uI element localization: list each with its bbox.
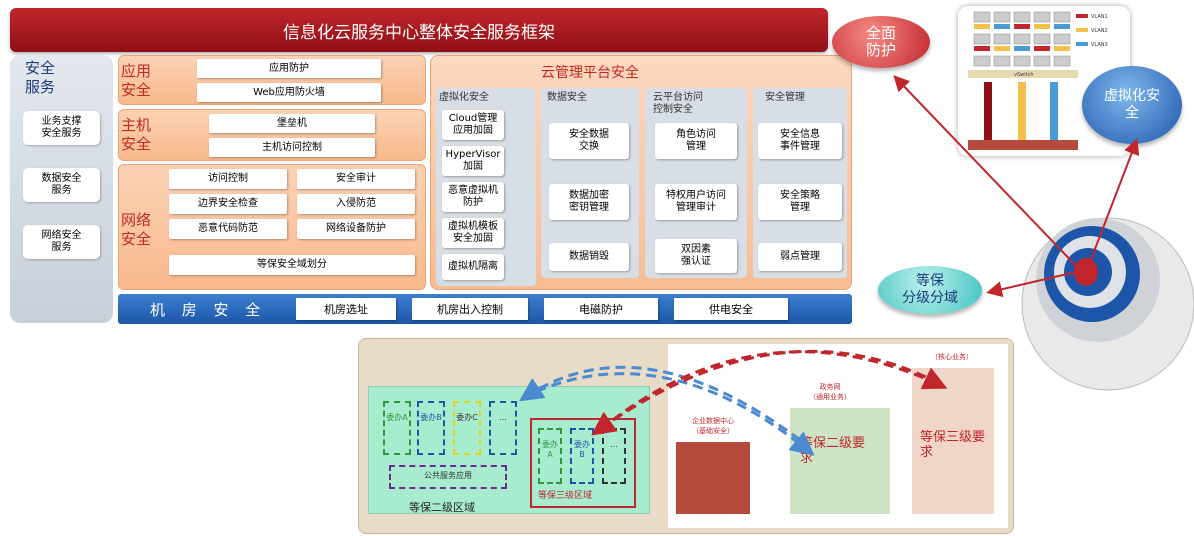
security-services-title: 安全 服务 bbox=[24, 59, 55, 96]
access-control-datacenter-button[interactable]: 机房出入控制 bbox=[412, 298, 528, 320]
enterprise-dc-stack bbox=[676, 442, 750, 514]
level3-dept-b-label: 委办B bbox=[574, 440, 590, 459]
power-security-button[interactable]: 供电安全 bbox=[674, 298, 788, 320]
vlan2-line bbox=[1018, 82, 1026, 140]
network-security-label: 网络 安全 bbox=[121, 211, 152, 248]
public-service-app: 公共服务应用 bbox=[389, 465, 507, 489]
cloud-access-control-title: 云平台访问 控制安全 bbox=[653, 92, 703, 115]
level3-dept-a: 委办A bbox=[538, 428, 562, 484]
level2-dept-a: 委办A bbox=[383, 401, 411, 455]
network-security-service[interactable]: 网络安全 服务 bbox=[23, 225, 100, 259]
level3-dept-more-label: ... bbox=[610, 440, 618, 449]
data-destruction-button[interactable]: 数据销毁 bbox=[549, 243, 629, 271]
level2-dept-c: 委办C bbox=[453, 401, 481, 455]
host-security-box: 主机 安全 堡垒机 主机访问控制 bbox=[118, 109, 426, 161]
core-business-label: （核心业务） bbox=[931, 353, 973, 361]
classified-protection-text: 等保 分级分域 bbox=[902, 273, 958, 306]
virtualization-security-title: 虚拟化安全 bbox=[439, 92, 489, 103]
datacenter-security-title: 机 房 安 全 bbox=[150, 301, 267, 319]
vlan-legend: VLAN1 VLAN2 VLAN3 bbox=[1076, 14, 1108, 48]
app-security-label: 应用 安全 bbox=[121, 62, 152, 99]
security-management-column: 安全管理 安全信息 事件管理 安全策略 管理 弱点管理 bbox=[753, 88, 847, 278]
cloud-app-hardening-button[interactable]: Cloud管理 应用加固 bbox=[442, 110, 504, 140]
hypervisor-hardening-button[interactable]: HyperVisor 加固 bbox=[442, 146, 504, 176]
two-factor-auth-button[interactable]: 双因素 强认证 bbox=[655, 239, 737, 273]
intrusion-prevention-button[interactable]: 入侵防范 bbox=[297, 194, 415, 214]
cloud-platform-title: 云管理平台安全 bbox=[541, 65, 639, 81]
siem-button[interactable]: 安全信息 事件管理 bbox=[758, 123, 842, 159]
privileged-user-audit-button[interactable]: 特权用户访问 管理审计 bbox=[655, 184, 737, 220]
physical-layer bbox=[968, 140, 1078, 150]
vm-isolation-button[interactable]: 虚拟机隔离 bbox=[442, 254, 504, 280]
vlan1-legend: VLAN1 bbox=[1091, 14, 1108, 20]
level2-dept-b-label: 委办B bbox=[420, 413, 442, 422]
data-security-column: 数据安全 安全数据 交换 数据加密 密钥管理 数据销毁 bbox=[541, 88, 639, 278]
virtualization-security-text: 虚拟化安 全 bbox=[1104, 88, 1160, 121]
level3-dept-b: 委办B bbox=[570, 428, 594, 484]
cloud-access-control-column: 云平台访问 控制安全 角色访问 管理 特权用户访问 管理审计 双因素 强认证 bbox=[645, 88, 747, 278]
target-graphic bbox=[1021, 217, 1194, 391]
level2-requirement-label: 等保二级要 求 bbox=[800, 436, 866, 466]
level3-zone-label: 等保三级区域 bbox=[538, 491, 593, 501]
level3-requirement-label: 等保三级要 求 bbox=[920, 430, 986, 460]
host-access-control-button[interactable]: 主机访问控制 bbox=[209, 138, 375, 157]
malicious-vm-protection-button[interactable]: 恶意虚拟机 防护 bbox=[442, 182, 504, 212]
virtualization-security-column: 虚拟化安全 Cloud管理 应用加固 HyperVisor 加固 恶意虚拟机 防… bbox=[436, 88, 536, 286]
level3-zone: 委办A 委办B ... 等保三级区域 bbox=[530, 418, 636, 508]
cloud-platform-security-box: 云管理平台安全 虚拟化安全 Cloud管理 应用加固 HyperVisor 加固… bbox=[430, 55, 852, 290]
vlan1-line bbox=[984, 82, 992, 140]
app-protection-button[interactable]: 应用防护 bbox=[197, 59, 381, 78]
vswitch-bar bbox=[968, 70, 1078, 78]
public-service-label: 公共服务应用 bbox=[424, 471, 472, 480]
security-audit-button[interactable]: 安全审计 bbox=[297, 169, 415, 189]
vm-grid bbox=[973, 11, 1071, 67]
network-device-protection-button[interactable]: 网络设备防护 bbox=[297, 219, 415, 239]
level2-dept-more-label: ... bbox=[499, 413, 507, 422]
role-access-mgmt-button[interactable]: 角色访问 管理 bbox=[655, 123, 737, 159]
title-text: 信息化云服务中心整体安全服务框架 bbox=[283, 22, 555, 43]
general-business-label: 政务网 （通用业务） bbox=[809, 383, 851, 401]
site-selection-button[interactable]: 机房选址 bbox=[296, 298, 396, 320]
enterprise-dc-label: 企业数据中心 （基础安全） bbox=[692, 417, 734, 435]
data-encryption-key-mgmt-button[interactable]: 数据加密 密钥管理 bbox=[549, 184, 629, 220]
classified-protection-bubble: 等保 分级分域 bbox=[878, 266, 982, 314]
data-security-title: 数据安全 bbox=[547, 92, 587, 103]
virtualization-security-bubble: 虚拟化安 全 bbox=[1082, 66, 1182, 144]
em-protection-button[interactable]: 电磁防护 bbox=[544, 298, 658, 320]
level3-dept-a-label: 委办A bbox=[542, 440, 558, 459]
waf-button[interactable]: Web应用防火墙 bbox=[197, 83, 381, 102]
bastion-host-button[interactable]: 堡垒机 bbox=[209, 114, 375, 133]
vm-template-hardening-button[interactable]: 虚拟机模板 安全加固 bbox=[442, 218, 504, 248]
vlan3-line bbox=[1050, 82, 1058, 140]
security-policy-mgmt-button[interactable]: 安全策略 管理 bbox=[758, 184, 842, 220]
vlan3-legend: VLAN3 bbox=[1091, 42, 1108, 48]
boundary-check-button[interactable]: 边界安全检查 bbox=[169, 194, 287, 214]
full-protection-text: 全面 防护 bbox=[865, 24, 896, 59]
app-security-box: 应用 安全 应用防护 Web应用防火墙 bbox=[118, 55, 426, 105]
level2-zone-label: 等保二级区域 bbox=[409, 501, 475, 514]
host-security-label: 主机 安全 bbox=[121, 116, 152, 153]
level2-dept-more: ... bbox=[489, 401, 517, 455]
security-domain-division-button[interactable]: 等保安全域划分 bbox=[169, 255, 415, 275]
security-services-panel: 安全 服务 业务支撑 安全服务 数据安全 服务 网络安全 服务 bbox=[10, 55, 113, 323]
vswitch-label: vSwitch bbox=[1014, 72, 1034, 78]
security-management-title: 安全管理 bbox=[765, 92, 805, 103]
access-control-button[interactable]: 访问控制 bbox=[169, 169, 287, 189]
network-security-box: 网络 安全 访问控制 安全审计 边界安全检查 入侵防范 恶意代码防范 网络设备防… bbox=[118, 164, 426, 290]
data-security-service[interactable]: 数据安全 服务 bbox=[23, 168, 100, 202]
secure-data-exchange-button[interactable]: 安全数据 交换 bbox=[549, 123, 629, 159]
vlan2-legend: VLAN2 bbox=[1091, 28, 1108, 34]
tier-diagram-panel: （核心业务） 政务网 （通用业务） 企业数据中心 （基础安全） 等保二级要 求 … bbox=[668, 344, 1008, 528]
malware-prevention-button[interactable]: 恶意代码防范 bbox=[169, 219, 287, 239]
vulnerability-mgmt-button[interactable]: 弱点管理 bbox=[758, 243, 842, 271]
business-support-security-service[interactable]: 业务支撑 安全服务 bbox=[23, 111, 100, 145]
page-title: 信息化云服务中心整体安全服务框架 bbox=[10, 8, 828, 52]
level2-dept-b: 委办B bbox=[417, 401, 445, 455]
level2-dept-a-label: 委办A bbox=[386, 413, 408, 422]
full-protection-bubble: 全面 防护 bbox=[832, 16, 930, 68]
level2-dept-c-label: 委办C bbox=[456, 413, 478, 422]
level3-dept-more: ... bbox=[602, 428, 626, 484]
